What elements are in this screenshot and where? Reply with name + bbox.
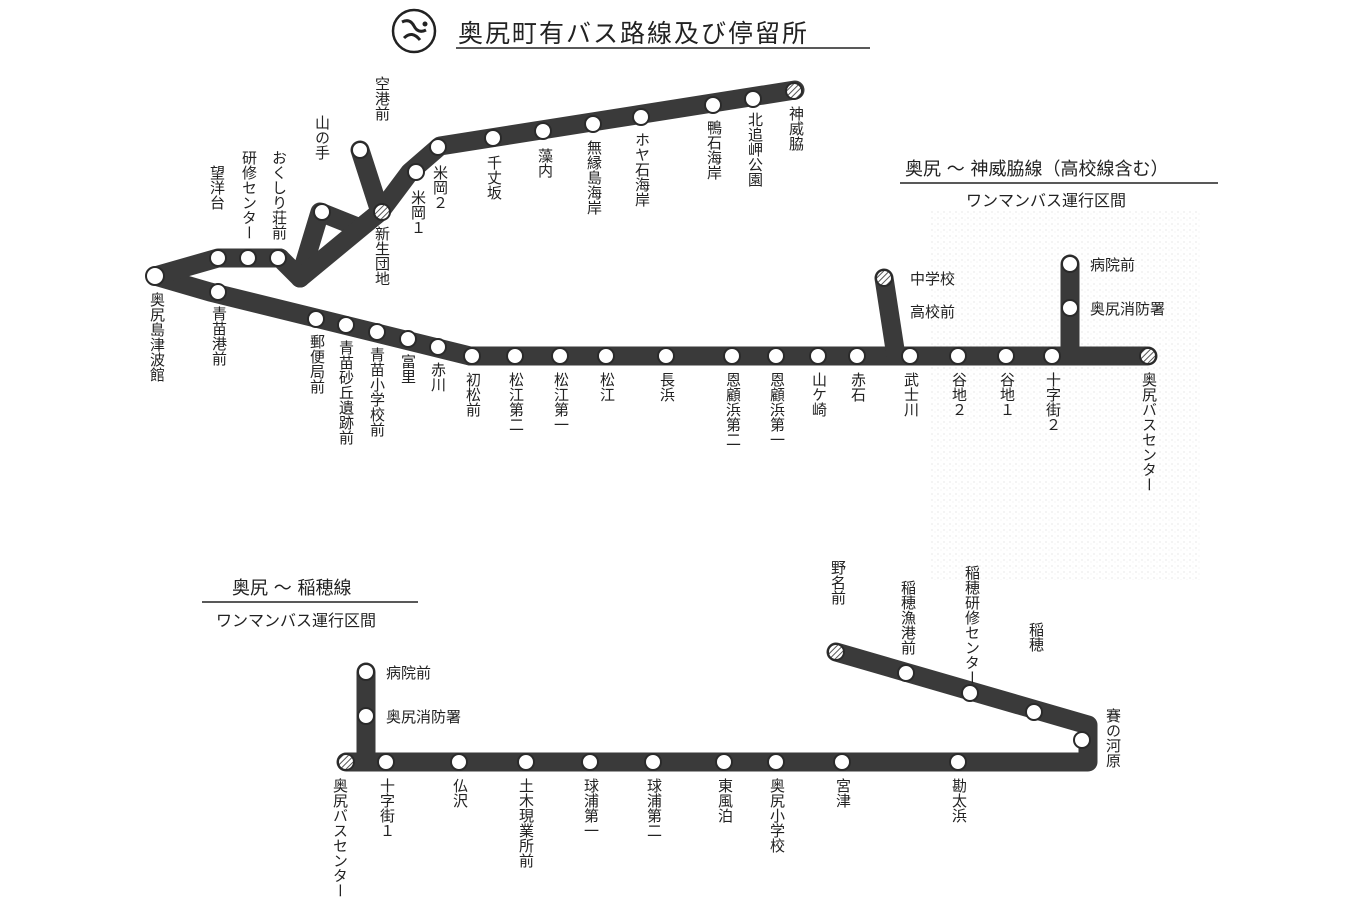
stop-label: 病院前 [1090,256,1135,274]
stop-label: 球浦第一 [582,778,600,838]
stop-label: 十字街２ [1044,372,1062,432]
stop-label: 藻内 [536,148,554,179]
stop-label: 望洋台 [208,165,226,210]
stop-label: 奥尻バスセンター [1140,372,1158,492]
stop-label: 高校前 [910,303,955,321]
town-emblem-icon [391,8,437,54]
inaho-stops [337,643,1091,771]
legend-kamuiwaki-title: 奥尻 ～ 神威脇線（高校線含む） [905,159,1168,180]
stop-label: 神威脇 [787,106,805,152]
stop-label: 球浦第二 [645,778,663,838]
stop-label: 赤石 [849,372,867,402]
page-title: 奥尻町有バス路線及び停留所 [458,19,809,48]
stop-label: 松江第一 [552,372,570,432]
stop-label: 山の手 [313,115,331,161]
legend-inaho-title: 奥尻 ～ 稲穂線 [232,578,351,599]
inaho-labels: 奥尻バスセンター 病院前 奥尻消防署 十字街１ 仏沢 土木現業所前 球浦第一 球… [331,560,1122,897]
stop-label: 千丈坂 [485,155,503,200]
stop-label: 稲穂研修センター [963,565,981,685]
stop-label: 病院前 [386,664,431,682]
stop-label: 賽の河原 [1104,708,1122,768]
stop-label: 東風泊 [716,778,734,823]
stop-label: 奥尻小学校 [768,778,786,853]
stop-label: 新生団地 [373,226,391,286]
stop-label: 米岡１ [409,190,427,235]
legend-kamuiwaki-subtitle: ワンマンバス運行区間 [966,191,1126,210]
stop-label: 奥尻島津波館 [148,292,166,382]
stop-label: 米岡２ [431,165,449,210]
stop-label: 無縁島海岸 [585,140,603,215]
stop-label: 郵便局前 [308,334,326,395]
stop-label: 奥尻消防署 [386,708,461,726]
stop-label: 稲穂漁港前 [899,580,917,656]
stop-label: 空港前 [373,76,391,122]
stop-label: ホヤ石海岸 [633,132,651,207]
stop-label: 研修センター [240,150,258,240]
stop-label: 青苗港前 [210,306,228,367]
stop-label: 中学校 [910,270,955,288]
stop-label: 鴨石海岸 [705,120,723,180]
stop-label: 赤川 [429,362,447,392]
stop-label: 土木現業所前 [517,778,535,869]
stop-label: 宮津 [834,778,852,808]
stop-label: 富里 [399,353,417,384]
stop-label: 初松前 [464,372,482,418]
stop-label: 稲穂 [1027,622,1045,652]
kamuiwaki-labels: 奥尻島津波館 望洋台 研修センター おくしり荘前 青苗港前 山の手 空港前 新生… [148,76,1165,492]
legend-inaho-subtitle: ワンマンバス運行区間 [216,611,376,630]
stop-label: 十字街１ [378,778,396,838]
stop-label: 長浜 [658,372,676,402]
stop-label: 奥尻バスセンター [331,778,349,897]
stop-label: 勘太浜 [950,778,968,823]
stop-label: 恩顧浜第一 [768,372,786,447]
stop-label: 松江第二 [507,372,525,432]
stop-label: 青苗小学校前 [368,347,386,438]
kamuiwaki-stops [145,82,1157,365]
stop-label: 青苗砂丘遺跡前 [337,340,355,446]
stop-label: 野名前 [829,560,847,606]
stop-label: 奥尻消防署 [1090,300,1165,318]
stop-label: 谷地１ [998,372,1016,417]
stop-label: 松江 [598,372,616,402]
stop-label: 北追岬公園 [746,112,764,187]
stop-label: 恩顧浜第二 [724,372,742,447]
stop-label: 谷地２ [950,372,968,417]
stop-label: おくしり荘前 [270,150,288,241]
stop-label: 武士川 [902,372,920,417]
stop-label: 仏沢 [451,778,469,808]
stop-label: 山ケ崎 [810,372,828,417]
